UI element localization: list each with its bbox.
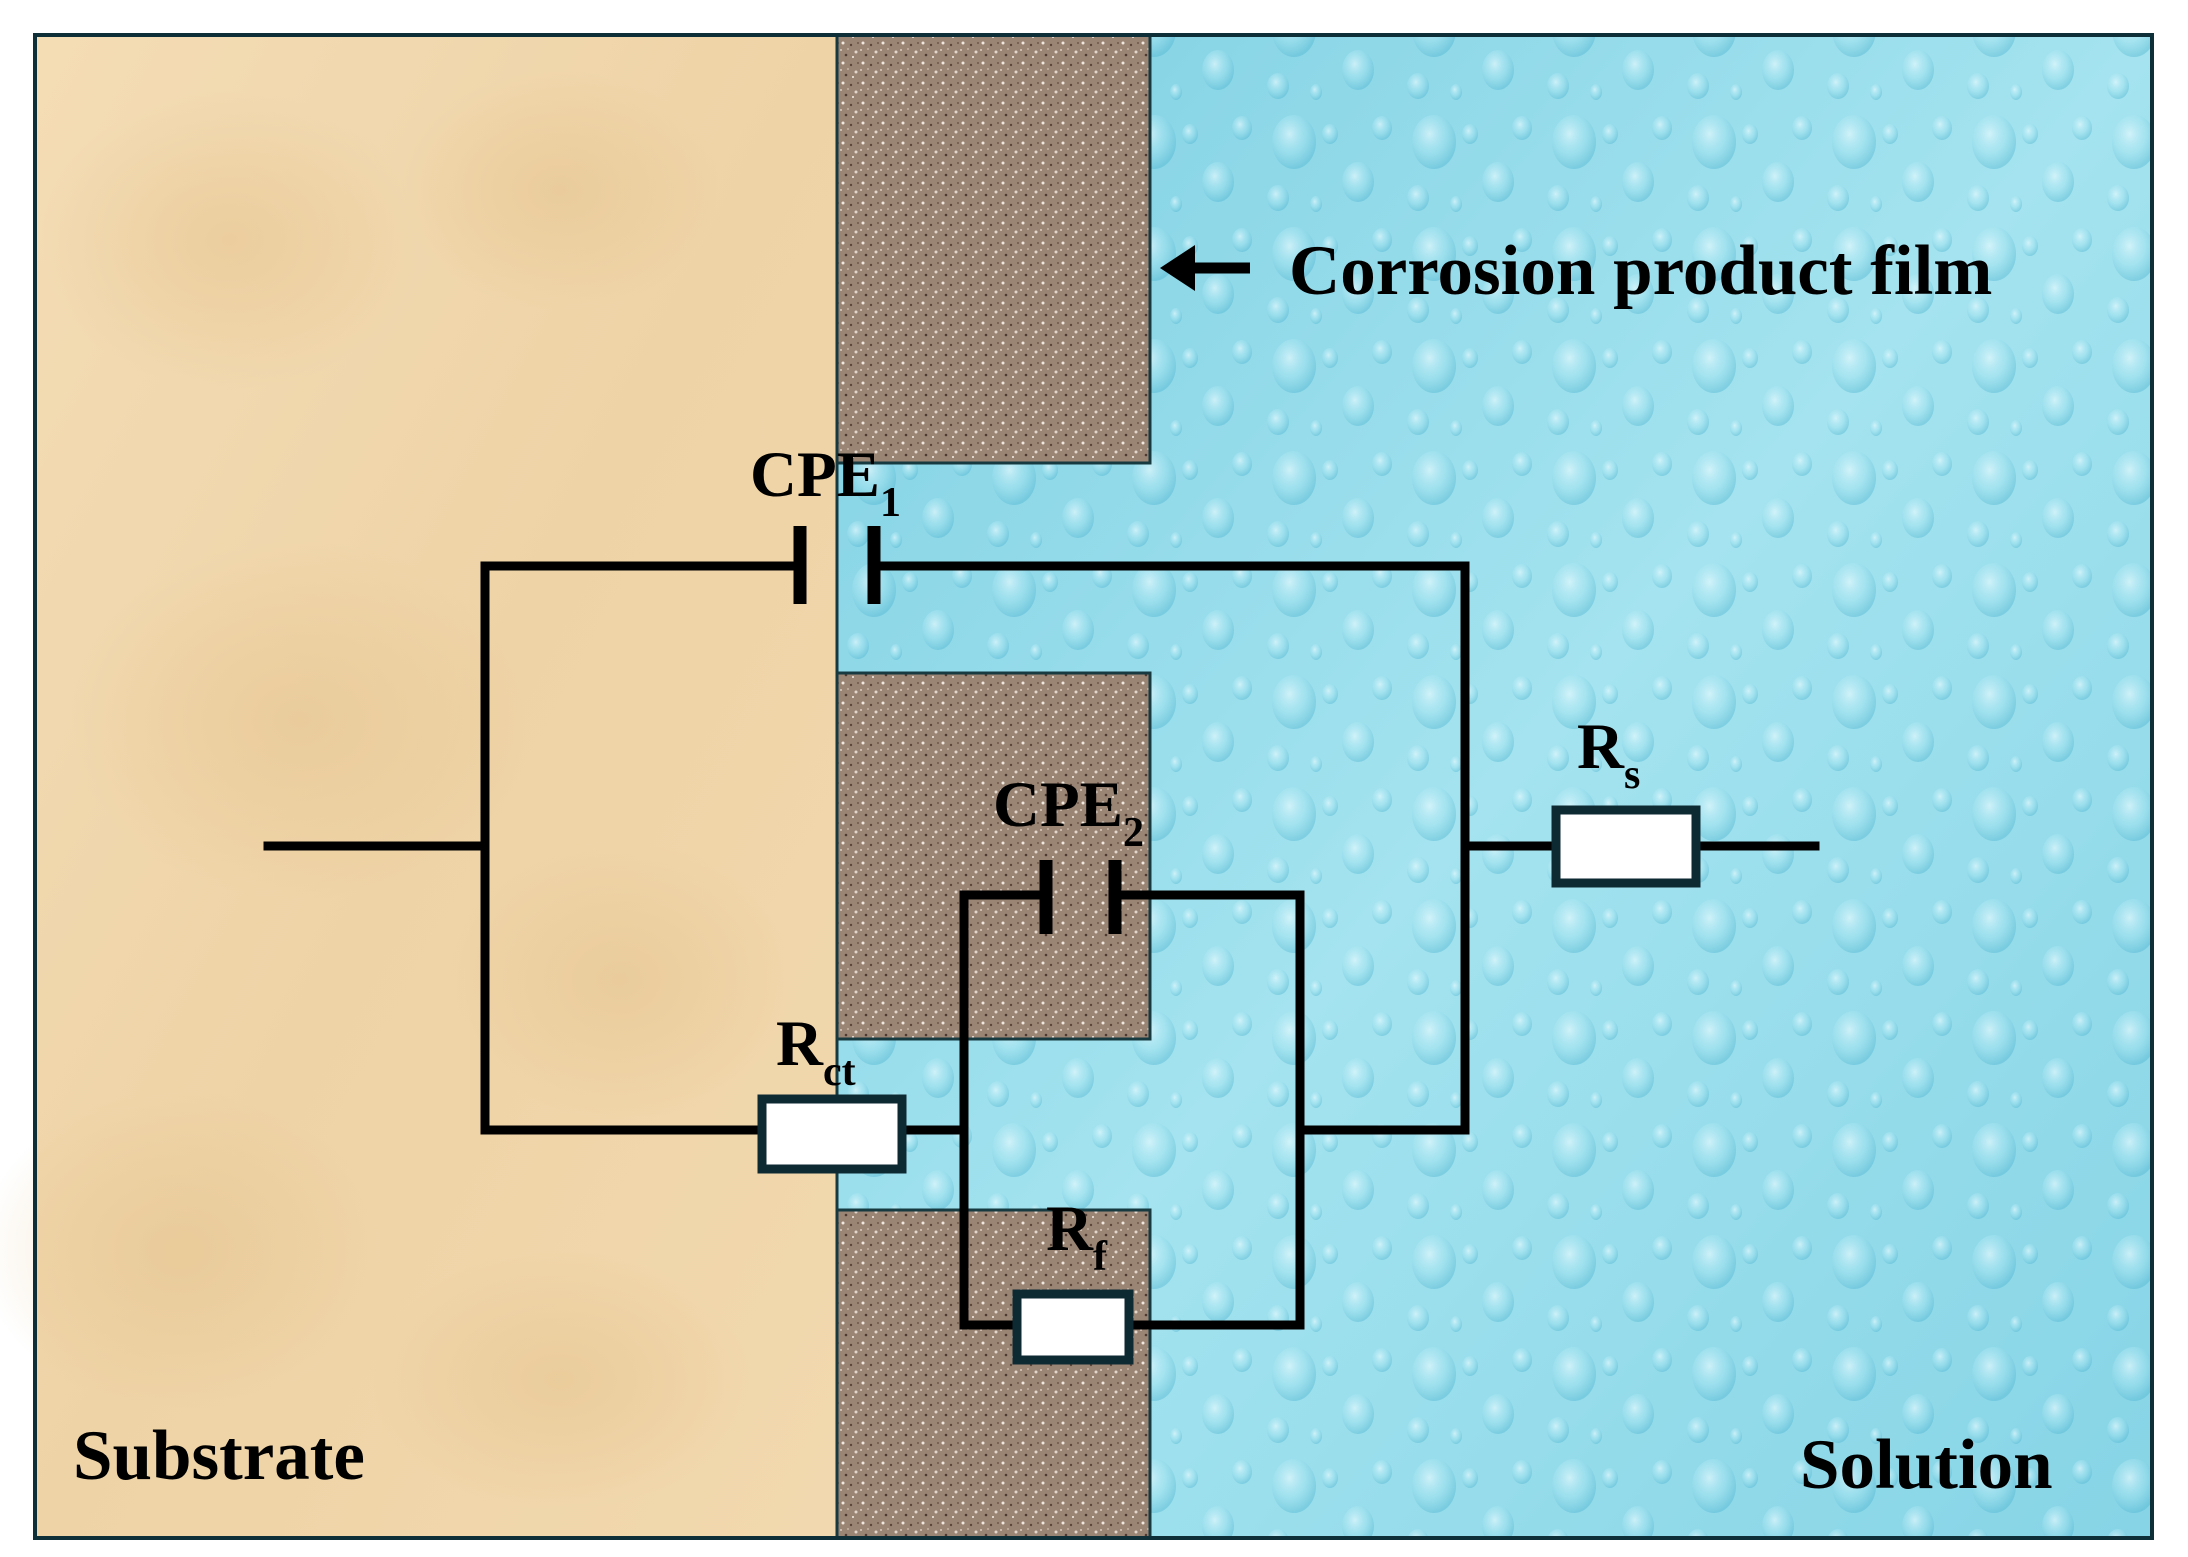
rct-resistor [757,1094,907,1174]
cpe1-element [793,526,881,604]
film-label: Corrosion product film [1289,232,1992,310]
substrate-region [0,35,837,1538]
rs-label: Rs [1577,711,1640,798]
rf-resistor [1012,1289,1134,1365]
rct-label: Rct [776,1008,856,1095]
film-pointer-arrow [1160,245,1250,291]
cpe2-element [1039,860,1122,934]
film-block-top [837,35,1150,463]
substrate-label: Substrate [73,1417,365,1495]
cpe2-label: CPE2 [993,769,1144,856]
corrosion-film [835,33,1152,1538]
rs-resistor [1551,805,1701,888]
solution-label: Solution [1800,1426,2053,1504]
film-block-bottom [837,1210,1150,1538]
figure-border [33,33,2154,1540]
film-block-middle [837,673,1150,1039]
rf-label: Rf [1046,1193,1108,1280]
cpe1-label: CPE1 [750,439,901,526]
circuit-wires [263,561,1820,1330]
